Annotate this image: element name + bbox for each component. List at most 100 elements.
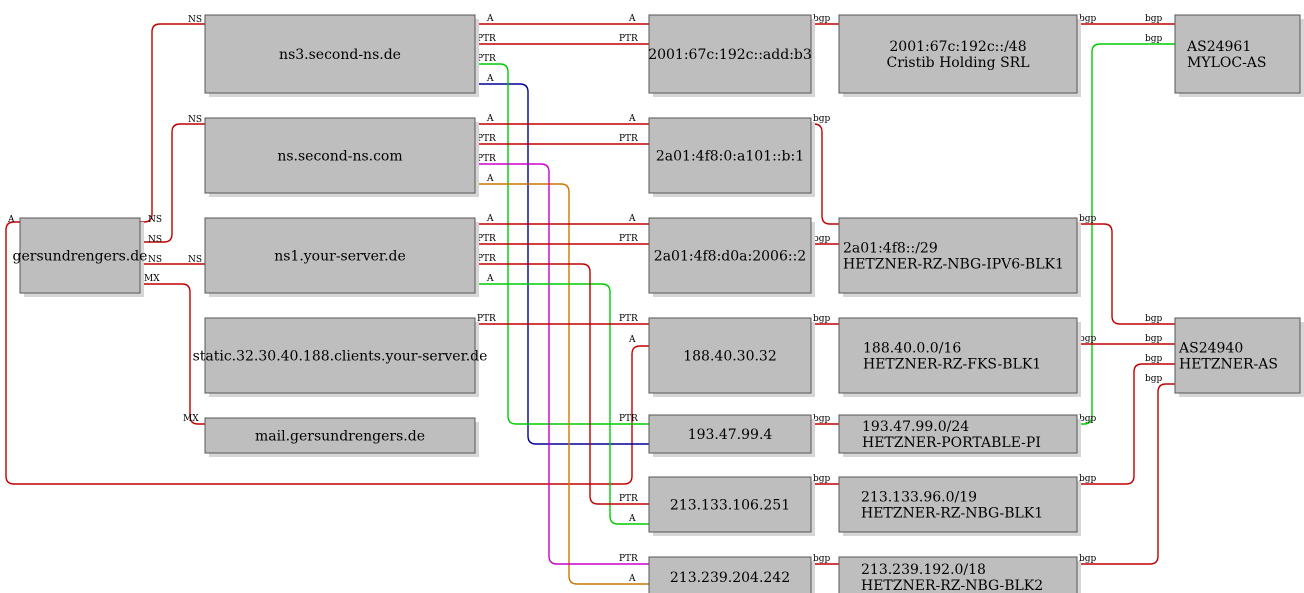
edge-label: A	[486, 214, 494, 224]
edge-domain-to-mail	[140, 283, 205, 425]
node-label: 2a01:4f8:d0a:2006::2	[654, 249, 806, 265]
node-box	[204, 117, 476, 194]
edge-label: PTR	[619, 314, 638, 324]
edge-label: bgp	[1079, 334, 1097, 344]
node-label: 213.239.204.242	[670, 570, 790, 586]
node-label: 2001:67c:192c::add:b3	[648, 47, 812, 63]
node-box	[648, 317, 812, 394]
edge-label: bgp	[1079, 14, 1097, 24]
edge-label: bgp	[1145, 314, 1163, 324]
edge-label: PTR	[477, 314, 496, 324]
edge-label: bgp	[1079, 214, 1097, 224]
node-box	[648, 217, 812, 294]
edge-label: NS	[188, 255, 202, 265]
node-label: ns1.your-server.de	[274, 249, 406, 265]
edge-label: A	[628, 574, 636, 584]
node-label: HETZNER-PORTABLE-PI	[862, 435, 1041, 451]
node-label: 193.47.99.0/24	[862, 419, 969, 435]
node-box	[1174, 317, 1301, 394]
edge-label: A	[486, 114, 494, 124]
node-box	[648, 476, 812, 533]
node-box	[1174, 14, 1301, 94]
node-label: 213.133.96.0/19	[861, 490, 977, 506]
node-label: static.32.30.40.188.clients.your-server.…	[193, 349, 488, 365]
node-ns: ns.second-ns.com	[204, 117, 479, 197]
edge-label: MX	[183, 414, 199, 424]
edge-label: bgp	[813, 314, 831, 324]
edge-label: PTR	[619, 554, 638, 564]
edge-label: bgp	[813, 554, 831, 564]
edge-label: bgp	[813, 234, 831, 244]
node-box	[648, 14, 812, 94]
edge-label: A	[486, 14, 494, 24]
node-ip-213-133: 213.133.106.251	[648, 476, 815, 536]
node-label: 193.47.99.4	[688, 427, 773, 443]
node-ns3: ns3.second-ns.de	[204, 14, 479, 97]
edge-domain-to-ns	[140, 123, 205, 243]
edge-label: A	[7, 215, 15, 225]
node-static: static.32.30.40.188.clients.your-server.…	[193, 317, 488, 397]
node-ip-188: 188.40.30.32	[648, 317, 815, 397]
node-box	[838, 556, 1078, 593]
edge-label: NS	[148, 235, 162, 245]
node-label: 2a01:4f8:0:a101::b:1	[656, 149, 804, 165]
edge-label: bgp	[1079, 474, 1097, 484]
edge-pfx-nbg1-to-as-hetzner	[1077, 363, 1175, 485]
edge-label: bgp	[1145, 34, 1163, 44]
node-ip-ns1-v6: 2a01:4f8:d0a:2006::2	[648, 217, 815, 297]
node-ip-ns-v6: 2a01:4f8:0:a101::b:1	[648, 117, 815, 197]
node-label: HETZNER-RZ-NBG-BLK2	[861, 578, 1043, 593]
edge-ip-213-133-to-ns1	[475, 263, 649, 505]
edge-ip-213-239-to-ns	[475, 163, 649, 565]
edge-label: PTR	[619, 134, 638, 144]
edge-pfx-portable-to-as-myloc	[1077, 43, 1175, 425]
edge-label: A	[628, 335, 636, 345]
edge-domain-to-ns3	[140, 23, 205, 223]
edge-label: NS	[188, 115, 202, 125]
node-label: 213.133.106.251	[670, 498, 790, 514]
node-layer: gersundrengers.de ns3.second-ns.de ns.seco…	[13, 14, 1304, 593]
node-label: HETZNER-RZ-FKS-BLK1	[863, 357, 1041, 373]
node-box	[648, 117, 812, 194]
node-box	[19, 217, 141, 294]
node-label: HETZNER-RZ-NBG-BLK1	[861, 506, 1043, 522]
edge-ip-ns-v6-to-pfx-ipv6	[811, 123, 839, 225]
edge-label: NS	[148, 255, 162, 265]
edge-label: bgp	[1145, 14, 1163, 24]
node-mail: mail.gersundrengers.de	[204, 417, 479, 457]
node-label: MYLOC-AS	[1187, 55, 1267, 71]
edge-label: bgp	[813, 414, 831, 424]
node-box	[648, 556, 812, 593]
edge-label: PTR	[477, 134, 496, 144]
edge-ns-to-ip-213-239	[475, 183, 649, 585]
edge-label: bgp	[1079, 414, 1097, 424]
node-label: HETZNER-AS	[1179, 357, 1278, 373]
node-ip-193: 193.47.99.4	[648, 414, 815, 457]
edge-label: bgp	[813, 474, 831, 484]
edge-label: MX	[144, 274, 160, 284]
edge-label: PTR	[477, 234, 496, 244]
edge-label: PTR	[477, 54, 496, 64]
edge-label: PTR	[477, 34, 496, 44]
edge-label: PTR	[619, 494, 638, 504]
edge-label: PTR	[477, 254, 496, 264]
node-ip-213-239: 213.239.204.242	[648, 556, 815, 593]
node-label: ns3.second-ns.de	[279, 47, 401, 63]
node-domain: gersundrengers.de	[13, 217, 147, 297]
edge-label: A	[628, 14, 636, 24]
node-box	[204, 417, 476, 454]
node-label: Cristib Holding SRL	[887, 55, 1030, 71]
node-label: 188.40.30.32	[683, 349, 777, 365]
node-label: HETZNER-RZ-NBG-IPV6-BLK1	[843, 257, 1064, 273]
edge-label: bgp	[813, 14, 831, 24]
node-box	[204, 217, 476, 294]
edge-label: A	[486, 174, 494, 184]
node-label: mail.gersundrengers.de	[255, 429, 425, 445]
